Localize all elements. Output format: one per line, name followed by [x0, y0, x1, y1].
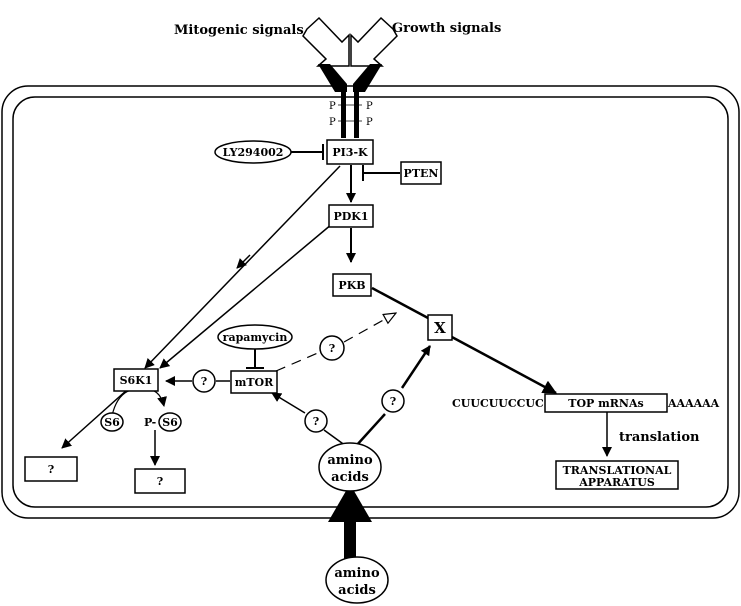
s6-node: S6 — [100, 412, 124, 432]
top-mrnas-label: TOP mRNAs — [568, 397, 643, 410]
ps6-node: S6 — [158, 412, 182, 432]
pdk1-node: PDK1 — [328, 204, 374, 228]
unknown-b-label: ? — [157, 475, 163, 488]
pi3k-label: PI3-K — [332, 146, 368, 159]
translational-apparatus-node: TRANSLATIONAL APPARATUS — [555, 460, 679, 490]
ly294002-label: LY294002 — [223, 146, 284, 159]
pten-label: PTEN — [404, 167, 439, 180]
amino-acids-intracellular: amino acids — [318, 442, 382, 492]
growth-signal-arrow — [350, 16, 398, 67]
s6-label: S6 — [104, 416, 120, 429]
phospho-1: P — [329, 101, 336, 112]
ps6-label: S6 — [162, 416, 178, 429]
mitogenic-signals-label: Mitogenic signals — [174, 23, 304, 38]
phospho-4: P — [366, 117, 373, 128]
receptor — [318, 64, 382, 138]
growth-signals-label: Growth signals — [392, 21, 501, 36]
q-node-mtor-s6k1: ? — [192, 369, 216, 393]
amino-acid-import-arrow — [328, 484, 372, 566]
amino-in-line1: amino — [327, 453, 373, 468]
rapamycin-node: rapamycin — [217, 324, 293, 350]
ly294002-node: LY294002 — [214, 140, 292, 164]
x-label: X — [434, 319, 446, 337]
cuuc-sequence: CUUCUUCCUC — [452, 397, 544, 410]
amino-out-line1: amino — [334, 566, 380, 581]
top-mrnas-node: TOP mRNAs — [544, 393, 668, 413]
q-label-3: ? — [313, 415, 319, 428]
inner-cell-membrane — [12, 96, 729, 508]
phospho-2: P — [366, 101, 373, 112]
s6k1-node: S6K1 — [113, 368, 159, 392]
outer-cell-membrane — [1, 85, 740, 519]
s6k1-label: S6K1 — [120, 374, 153, 387]
receptor-phosphates: P P P P — [329, 101, 373, 128]
pkb-label: PKB — [338, 279, 365, 292]
unknown-a-label: ? — [48, 463, 54, 476]
pi3k-node: PI3-K — [326, 139, 374, 165]
apparatus-line2: APPARATUS — [578, 476, 655, 489]
unknown-target-b: ? — [134, 468, 186, 494]
q-node-dashed: ? — [319, 335, 345, 361]
unknown-target-a: ? — [24, 456, 78, 482]
amino-in-line2: acids — [331, 470, 369, 485]
apparatus-line1: TRANSLATIONAL — [563, 464, 672, 477]
pdk1-label: PDK1 — [333, 210, 368, 223]
pkb-node: PKB — [332, 273, 372, 297]
amino-out-line2: acids — [338, 583, 376, 598]
rapamycin-label: rapamycin — [223, 331, 288, 344]
q-node-amino-mtor: ? — [304, 409, 328, 433]
mitogenic-signal-arrow — [302, 16, 350, 67]
mtor-label: mTOR — [235, 376, 274, 389]
polya-tail: AAAAAA — [667, 397, 720, 410]
mtor-node: mTOR — [230, 370, 278, 394]
q-node-amino-x: ? — [381, 389, 405, 413]
phospho-3: P — [329, 117, 336, 128]
ps6-prefix: P- — [144, 416, 156, 429]
amino-acids-extracellular: amino acids — [325, 556, 389, 604]
translation-label: translation — [619, 430, 700, 445]
q-label-4: ? — [390, 395, 396, 408]
q-label-1: ? — [201, 375, 207, 388]
pten-node: PTEN — [400, 161, 442, 185]
edges — [61, 144, 612, 466]
q-label-2: ? — [329, 342, 335, 355]
x-node: X — [427, 314, 453, 341]
